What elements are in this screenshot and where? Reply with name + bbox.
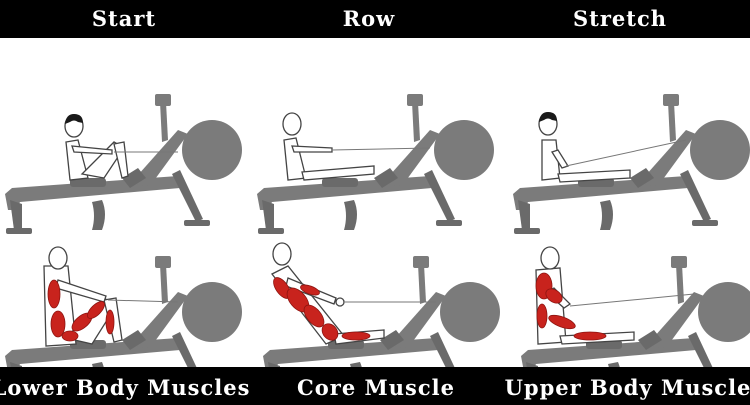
rower-figure-icon (65, 139, 178, 181)
muscle-highlight-icon (535, 272, 607, 341)
phase-label-start: Start (91, 6, 157, 31)
phase-header: Start Row Stretch (0, 0, 750, 38)
rower-figure-icon (541, 139, 687, 183)
phase-label-row: Row (342, 6, 396, 31)
group-label-upper-body: Upper Body Muscle (504, 375, 750, 400)
rower-figure-icon (283, 137, 431, 181)
muscle-highlight-icon (47, 279, 115, 342)
muscle-group-footer: Lower Body Muscles Core Muscle Upper Bod… (0, 367, 750, 405)
phase-label-stretch: Stretch (572, 6, 668, 31)
machine-start-top (5, 94, 242, 234)
machine-row-top (257, 94, 494, 234)
machine-lower-body (5, 246, 242, 367)
machine-stretch-top (513, 94, 750, 234)
machine-core (263, 242, 500, 367)
illustration-panel (0, 38, 750, 367)
group-label-lower-body: Lower Body Muscles (0, 375, 251, 400)
muscle-highlight-icon (273, 277, 371, 341)
group-label-core: Core Muscle (297, 375, 455, 400)
machine-upper-body (521, 246, 750, 367)
